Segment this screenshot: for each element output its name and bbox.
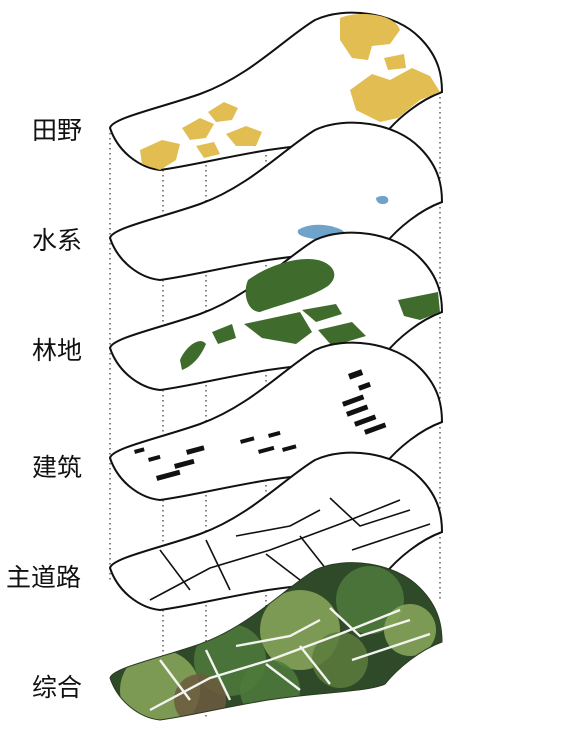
plate-edge — [109, 562, 443, 721]
building — [346, 404, 369, 417]
building — [148, 454, 161, 462]
water-pond — [376, 195, 389, 205]
field-patch — [140, 140, 180, 170]
field-patch — [350, 68, 440, 122]
road-line — [265, 553, 301, 581]
building — [240, 436, 255, 444]
building — [358, 381, 371, 391]
road-line — [351, 523, 431, 551]
satellite-texture — [336, 566, 404, 634]
forest-patch — [318, 322, 366, 346]
field-patch — [384, 54, 406, 70]
building — [267, 430, 281, 438]
satellite-texture — [240, 660, 300, 720]
building — [281, 444, 297, 452]
satellite-texture — [312, 632, 368, 688]
field-patch — [196, 142, 220, 158]
satellite-texture — [174, 674, 226, 721]
forest-patch — [302, 304, 342, 322]
building — [156, 469, 181, 481]
satellite-road — [204, 649, 232, 701]
forest-patch — [245, 258, 335, 312]
road-line — [149, 499, 401, 601]
satellite-road — [159, 659, 191, 701]
satellite-road — [351, 632, 431, 662]
label-forest: 林地 — [32, 336, 83, 365]
road-line — [159, 549, 191, 591]
forest-patch — [398, 292, 440, 320]
forest-patch — [212, 324, 236, 344]
building — [342, 394, 365, 407]
building — [353, 414, 377, 427]
label-roads: 主道路 — [6, 563, 82, 592]
satellite-road — [149, 608, 401, 712]
satellite-road — [299, 645, 331, 685]
satellite-texture — [384, 604, 436, 656]
field-patch — [208, 102, 238, 122]
field-patch — [182, 118, 214, 140]
satellite-road — [235, 618, 321, 648]
label-fields: 田野 — [32, 116, 83, 145]
building — [133, 447, 145, 454]
satellite-road — [329, 607, 411, 638]
label-buildings: 建筑 — [32, 453, 83, 482]
field-patch — [340, 14, 400, 60]
building — [363, 422, 387, 435]
label-composite: 综合 — [32, 673, 83, 702]
building — [174, 458, 195, 469]
road-line — [329, 497, 411, 527]
forest-patch — [180, 341, 206, 370]
satellite-road — [265, 663, 301, 691]
road-line — [235, 509, 321, 537]
field-patch — [226, 126, 262, 146]
road-line — [205, 539, 231, 591]
building — [258, 445, 275, 454]
label-water: 水系 — [32, 226, 83, 255]
forest-patch — [244, 312, 312, 344]
building — [186, 445, 205, 455]
building — [348, 369, 364, 380]
